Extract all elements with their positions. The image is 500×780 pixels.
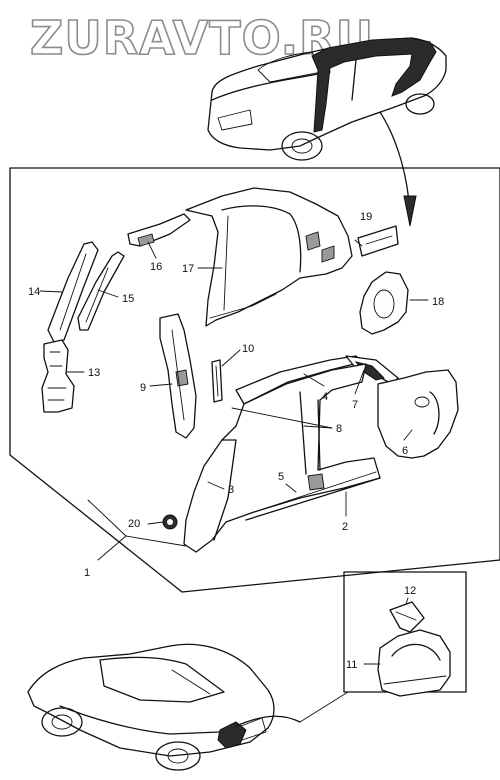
- callout-13: 13: [88, 367, 100, 379]
- main-assembly-outline: [9, 167, 500, 593]
- callout-9: 9: [140, 382, 146, 394]
- part-6-shape: [377, 369, 459, 459]
- part-18-shape: [359, 271, 409, 335]
- part-13-shape: [41, 339, 75, 413]
- callout-4: 4: [322, 391, 328, 403]
- callout-17: 17: [182, 263, 194, 275]
- callout-19: 19: [360, 211, 372, 223]
- callout-14: 14: [28, 286, 40, 298]
- car-illustration-top: [207, 37, 447, 227]
- callout-5: 5: [278, 471, 284, 483]
- callout-1: 1: [84, 567, 90, 579]
- part-19-shape: [357, 225, 399, 257]
- callout-6: 6: [402, 445, 408, 457]
- callout-8: 8: [336, 423, 342, 435]
- callout-16: 16: [150, 261, 162, 273]
- callout-3: 3: [228, 484, 234, 496]
- callout-labels: 14 15 13 16 17 19 18 10 9 4 7 6 8 3 5 2 …: [28, 211, 444, 671]
- part-11-shape: [377, 629, 451, 697]
- callout-2: 2: [342, 521, 348, 533]
- callout-11: 11: [346, 659, 357, 671]
- part-16-shape: [127, 213, 191, 247]
- callout-18: 18: [432, 296, 444, 308]
- part-12-shape: [389, 601, 425, 633]
- leader-lines: [39, 239, 429, 561]
- callout-7: 7: [352, 399, 358, 411]
- callout-20: 20: [128, 518, 140, 530]
- callout-10: 10: [242, 343, 254, 355]
- car-illustration-bottom: [27, 643, 301, 771]
- callout-12: 12: [404, 585, 416, 597]
- callout-15: 15: [122, 293, 134, 305]
